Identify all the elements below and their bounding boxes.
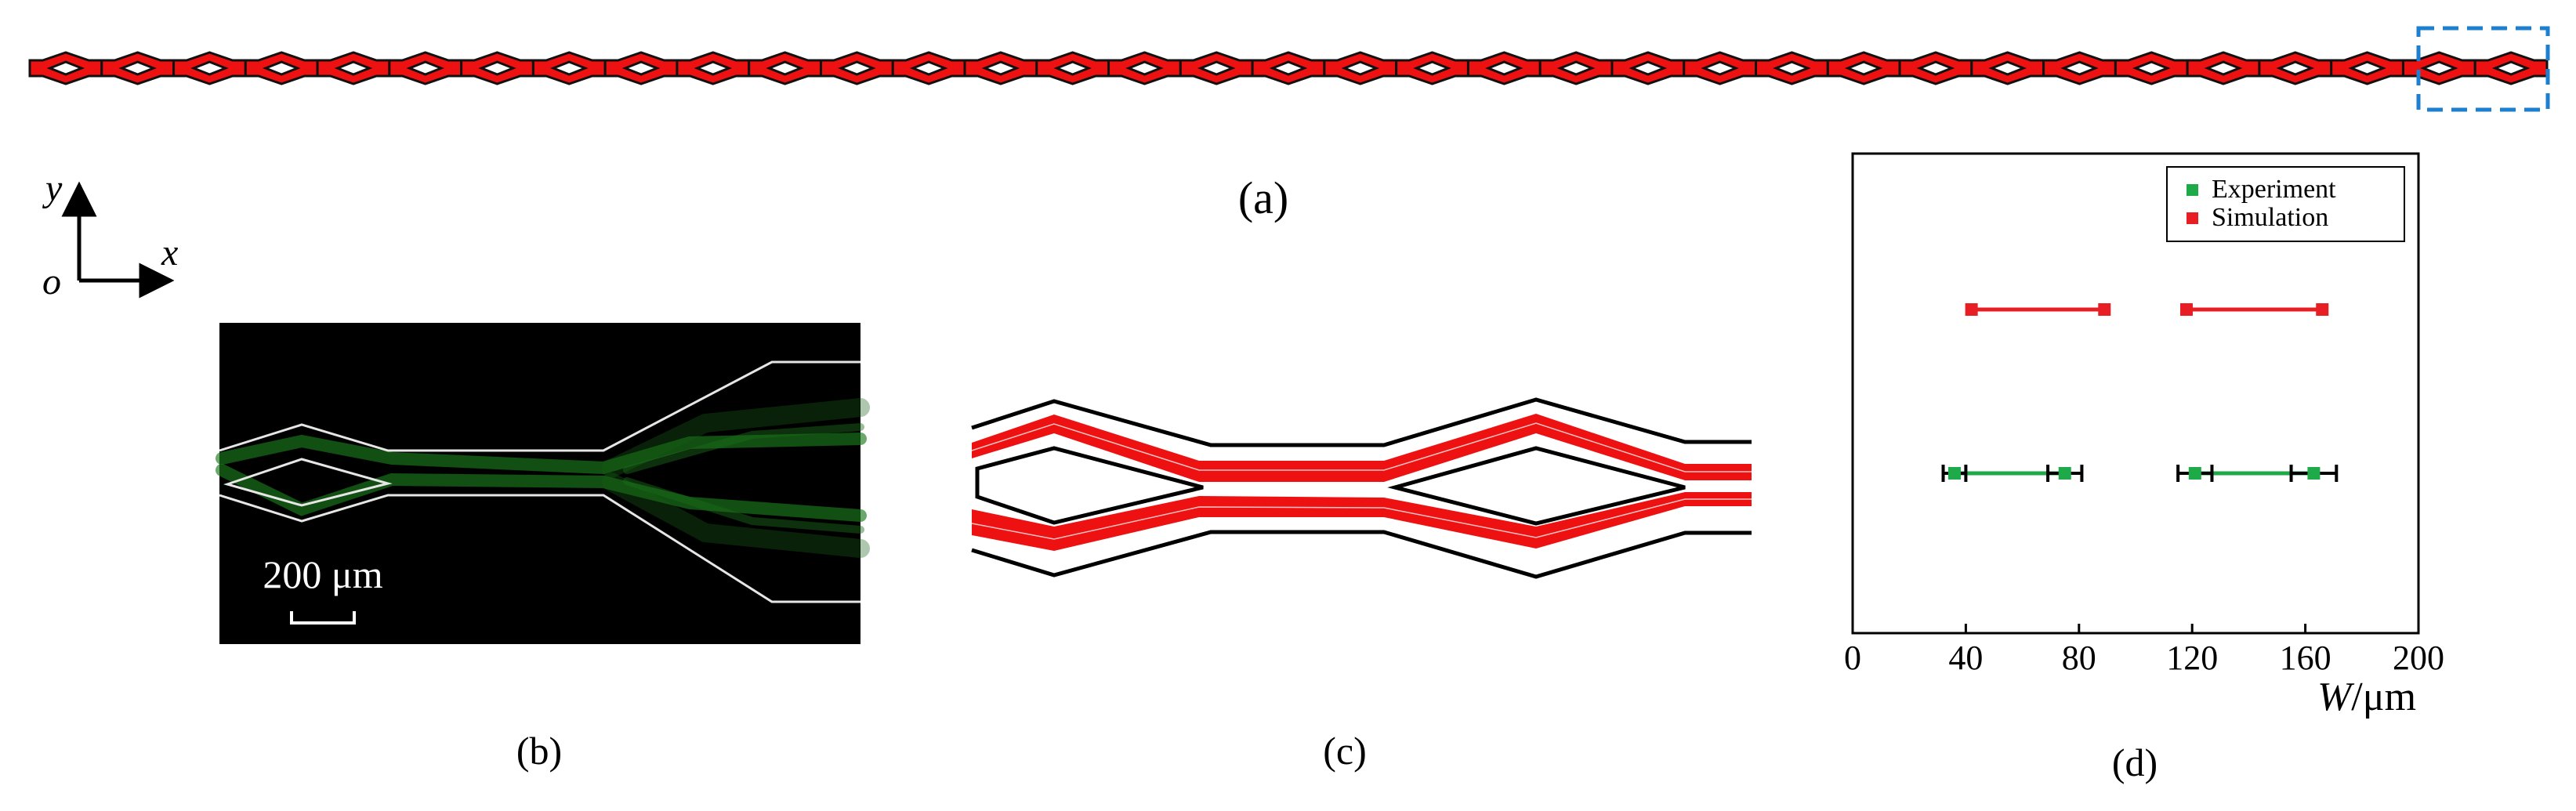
channel-unit-island bbox=[262, 60, 301, 76]
plot-frame bbox=[1851, 152, 2420, 635]
channel-unit-island bbox=[1556, 60, 1596, 76]
panel-c-label: (c) bbox=[1323, 729, 1367, 773]
data-point bbox=[1965, 303, 1978, 316]
x-axis-title: W/μm bbox=[2317, 675, 2416, 719]
axis-x-letter: x bbox=[161, 232, 178, 273]
channel-unit-island bbox=[1629, 60, 1668, 76]
legend-box bbox=[2166, 166, 2405, 242]
panel-a-label: (a) bbox=[1238, 172, 1288, 223]
legend-label-simulation: Simulation bbox=[2212, 203, 2328, 232]
chart-marks bbox=[1941, 303, 2339, 482]
zoom-highlight-box bbox=[2416, 26, 2550, 112]
channel-unit-island bbox=[118, 60, 157, 76]
panel-a-channel-overview: (a) bbox=[28, 26, 2550, 223]
channel-unit-island bbox=[46, 60, 85, 76]
channel-unit-island bbox=[2060, 60, 2099, 76]
lower-stream-band bbox=[972, 492, 1752, 551]
data-point bbox=[2098, 303, 2111, 316]
channel-unit-island bbox=[1125, 60, 1164, 76]
x-tick-label: 80 bbox=[2062, 639, 2096, 677]
panel-d-label: (d) bbox=[2112, 740, 2158, 784]
channel-unit-island bbox=[550, 60, 589, 76]
data-point bbox=[2307, 467, 2321, 480]
channel-unit-island bbox=[406, 60, 445, 76]
legend-label-experiment: Experiment bbox=[2212, 175, 2336, 204]
channel-unit-island bbox=[1341, 60, 1380, 76]
channel-unit-island bbox=[1413, 60, 1451, 76]
channel-unit-island bbox=[909, 60, 948, 76]
data-point bbox=[2058, 467, 2071, 480]
data-point bbox=[2179, 303, 2193, 316]
channel-unit-island bbox=[2204, 60, 2243, 76]
channel-unit-island bbox=[2276, 60, 2315, 76]
x-tick-label: 120 bbox=[2166, 639, 2218, 677]
channel-unit-island bbox=[838, 60, 876, 76]
channel-unit-island bbox=[2132, 60, 2171, 76]
channel-unit-island bbox=[2420, 60, 2458, 76]
channel-unit-island bbox=[694, 60, 733, 76]
channel-walls bbox=[971, 397, 1752, 579]
data-point bbox=[2188, 467, 2201, 480]
channel-unit-island bbox=[1197, 60, 1236, 76]
x-axis-title-unit: /μm bbox=[2351, 675, 2416, 719]
legend-marker-experiment bbox=[2187, 184, 2198, 196]
axis-origin-letter: o bbox=[42, 261, 61, 302]
axis-y-letter: y bbox=[42, 168, 63, 209]
channel-unit-island bbox=[1844, 60, 1883, 76]
legend: Experiment Simulation bbox=[2166, 166, 2405, 242]
channel-unit-island bbox=[190, 60, 229, 76]
x-tick-label: 200 bbox=[2393, 639, 2444, 677]
channel-units bbox=[28, 51, 2549, 85]
legend-marker-simulation bbox=[2187, 212, 2198, 224]
fluorescent-streams bbox=[216, 398, 870, 558]
data-point bbox=[2316, 303, 2329, 316]
x-axis-title-variable: W bbox=[2317, 675, 2355, 719]
channel-unit-island bbox=[1269, 60, 1308, 76]
x-tick-label: 0 bbox=[1844, 639, 1861, 677]
panel-d-width-chart: 0 40 80 120 160 200 Experiment Simulation W/μ… bbox=[1844, 152, 2444, 784]
panel-b-label: (b) bbox=[516, 729, 562, 773]
upper-stream-band bbox=[972, 414, 1752, 482]
channel-unit-island bbox=[1916, 60, 1955, 76]
channel-unit-island bbox=[334, 60, 373, 76]
scale-bar bbox=[290, 611, 356, 625]
streamline-texture bbox=[971, 422, 1752, 540]
channel-unit-island bbox=[1053, 60, 1092, 76]
coordinate-axes-icon: y x o bbox=[42, 168, 178, 302]
x-tick-label: 40 bbox=[1948, 639, 1983, 677]
channel-unit-island bbox=[621, 60, 661, 76]
panel-b-fluorescence-image: 200 μm (b) bbox=[216, 323, 870, 773]
channel-unit-island bbox=[766, 60, 804, 76]
x-tick-label: 160 bbox=[2280, 639, 2331, 677]
channel-unit-island bbox=[2348, 60, 2386, 76]
channel-unit-island bbox=[478, 60, 516, 76]
scale-bar-label: 200 μm bbox=[263, 552, 382, 596]
channel-outline bbox=[219, 360, 860, 603]
channel-unit-island bbox=[1988, 60, 2027, 76]
channel-unit-island bbox=[1485, 60, 1523, 76]
channel-unit-island bbox=[981, 60, 1020, 76]
channel-unit-island bbox=[1701, 60, 1739, 76]
data-point bbox=[1947, 467, 1961, 480]
channel-unit-island bbox=[2491, 60, 2531, 76]
panel-c-simulation-streamlines: (c) bbox=[971, 397, 1752, 773]
x-axis-ticks: 0 40 80 120 160 200 bbox=[1844, 624, 2444, 677]
channel-unit-island bbox=[1773, 60, 1811, 76]
